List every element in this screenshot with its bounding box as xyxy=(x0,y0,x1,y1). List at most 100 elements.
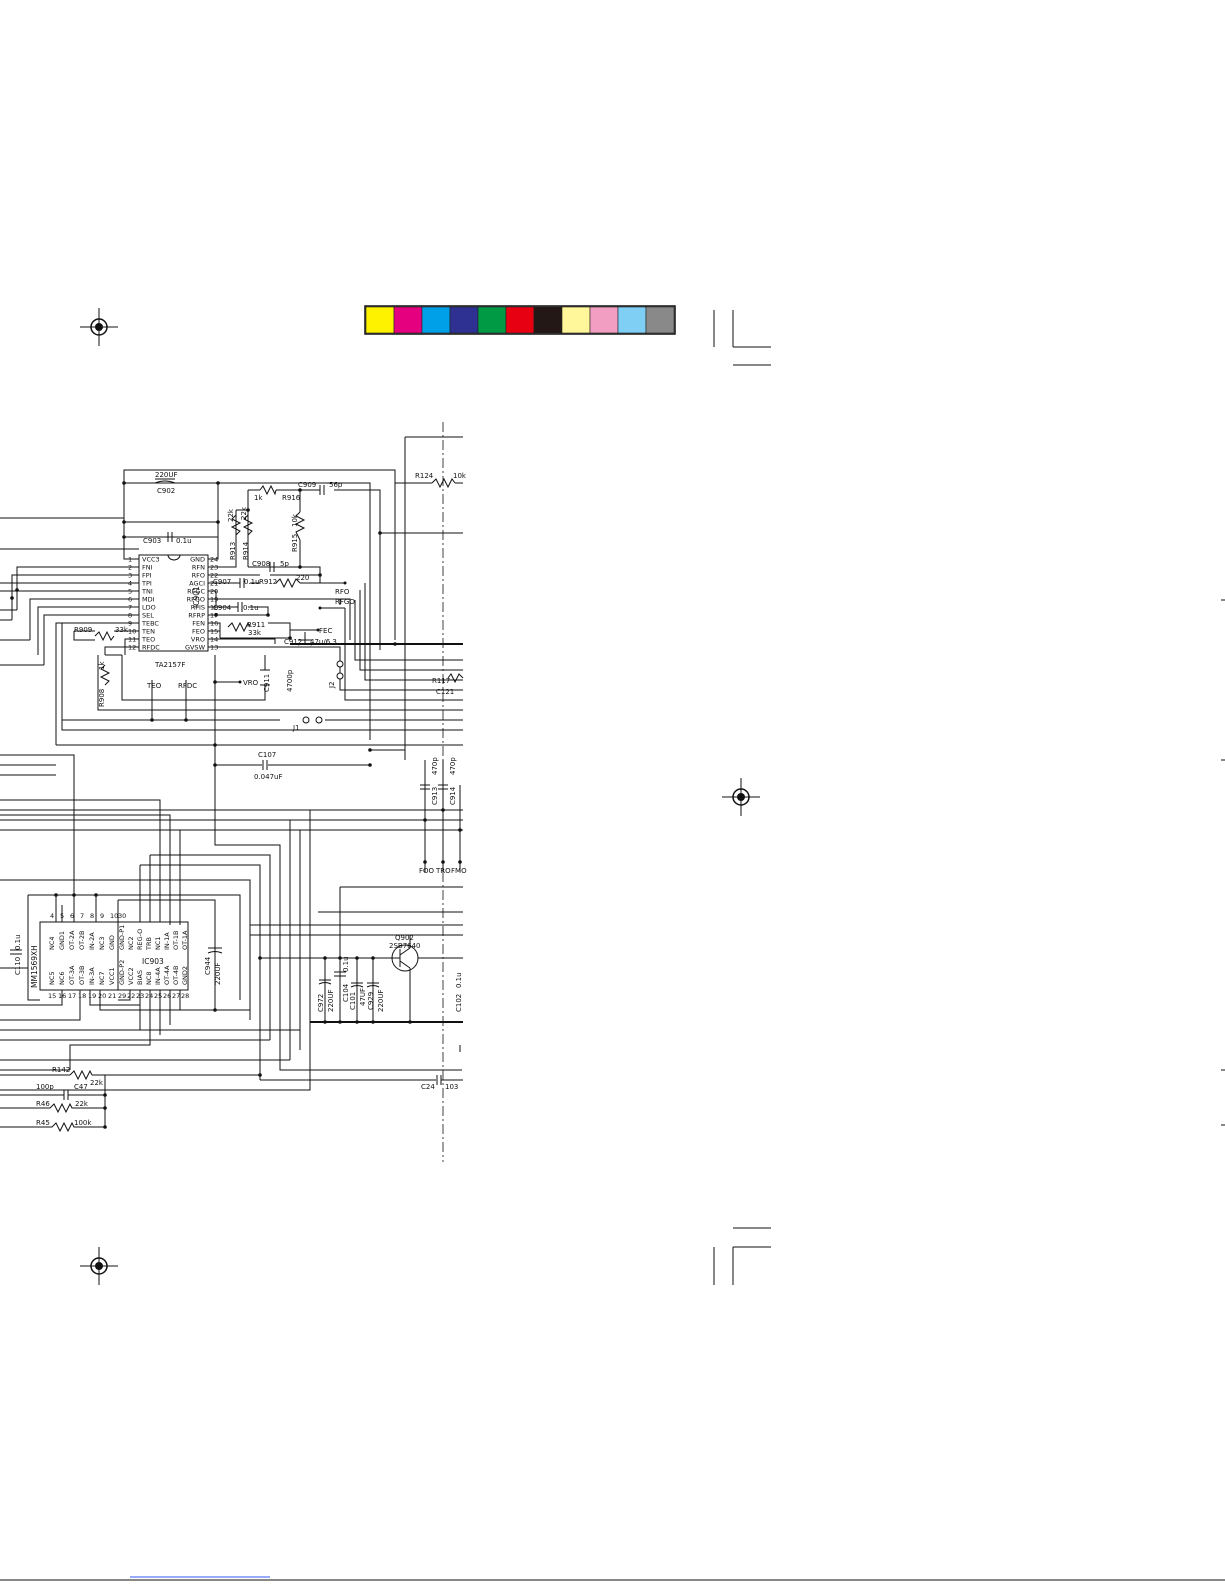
ic903-pin-name: IN-4A xyxy=(154,967,162,985)
r913-value: 22k xyxy=(227,508,235,522)
ic902-pin-name: OT-2A xyxy=(68,930,76,950)
c944-label: C944 xyxy=(204,956,212,975)
ic901-pin-name: SEL xyxy=(142,612,154,620)
c47-label: C47 xyxy=(74,1083,88,1091)
color-swatch xyxy=(589,306,619,334)
ic903-ref: IC903 xyxy=(142,957,164,966)
ic902-pin-number: 9 xyxy=(100,912,104,920)
ic902-pin-name: VCC1 xyxy=(108,967,116,985)
color-swatch xyxy=(365,306,395,334)
c107-label: C107 xyxy=(258,751,276,759)
c913-label: C913 xyxy=(431,787,439,805)
c913-value: 470p xyxy=(431,757,439,775)
ic903-pin-number: 26 xyxy=(163,992,171,1000)
ic901-part: TA2157F xyxy=(154,661,185,669)
color-swatch xyxy=(561,306,591,334)
color-calibration-bar xyxy=(364,305,676,335)
r46-label: R46 xyxy=(36,1100,50,1108)
c972-value: 220UF xyxy=(327,989,335,1012)
c904-value: 0.1u xyxy=(243,604,259,612)
ic901-pin-name: RFGO xyxy=(187,596,205,604)
ic901-pin-name: FNI xyxy=(142,564,153,572)
c912-value: 47u/6.3 xyxy=(310,638,337,646)
r912-label: R912 xyxy=(259,578,277,586)
ic901-pin-name: VCC3 xyxy=(142,556,160,564)
registration-mark-bottom-left xyxy=(80,1247,118,1285)
c914-label: C914 xyxy=(449,786,457,805)
ic903-pin-name: IN-1A xyxy=(163,932,171,950)
r45-value: 100k xyxy=(74,1119,92,1127)
c110-label: C110 xyxy=(14,957,22,975)
fmo-label: FMO xyxy=(451,867,467,875)
c102-label: C102 xyxy=(455,994,463,1012)
ic902-pin-name: NC7 xyxy=(98,971,106,985)
fec-label: FEC xyxy=(319,627,332,635)
ic901-pin-name: FEN xyxy=(192,620,205,628)
ic902-pin-number: 7 xyxy=(80,912,84,920)
ic901-pin-name: RFRP xyxy=(188,612,205,620)
color-swatch xyxy=(421,306,451,334)
ic901-pin-name: RFGC xyxy=(187,588,205,596)
ic902-pin-number: 15 xyxy=(48,992,56,1000)
q902-part: 2SB7640 xyxy=(389,942,421,950)
ic902-pin-number: 10 xyxy=(110,912,118,920)
ic901-ref: IC901 xyxy=(192,586,201,608)
rfdc-label: RFDC xyxy=(178,682,197,690)
ic903-pin-name: GND-P1 xyxy=(118,925,126,950)
r909-value: 33k xyxy=(115,626,129,634)
color-swatch xyxy=(533,306,563,334)
c902-value: 220UF xyxy=(155,471,178,479)
c911-label: C911 xyxy=(263,674,271,692)
ic902-pin-name: GND1 xyxy=(58,931,66,950)
ic901-pin-name: FPI xyxy=(142,572,152,580)
ic902-pin-name: IN-2A xyxy=(88,932,96,950)
r124-value: 10k xyxy=(453,472,467,480)
c929-value: 220UF xyxy=(377,989,385,1012)
q902-region: Q902 2SB7640 C972 220UF 0.1u C104 C101 4… xyxy=(258,934,463,1052)
j2-label: J2 xyxy=(328,681,336,689)
c944-value: 220UF xyxy=(214,962,222,985)
c101-label: C101 xyxy=(349,992,357,1010)
c972-label: C972 xyxy=(317,994,325,1012)
color-swatch xyxy=(449,306,479,334)
c101-value: 47UF xyxy=(359,988,367,1006)
ic903-pin-number: 22 xyxy=(127,992,135,1000)
c907-label: C907 xyxy=(213,578,231,586)
ic902-pin-number: 8 xyxy=(90,912,94,920)
ic903-pin-name: OT-4B xyxy=(172,966,180,985)
c907-value: 0.1u xyxy=(244,578,260,586)
c909-value: 56p xyxy=(329,481,343,489)
ic903-pin-number: 28 xyxy=(181,992,189,1000)
ic902-pin-number: 18 xyxy=(78,992,86,1000)
bus-wiring xyxy=(0,754,463,1091)
tro-label: TRO xyxy=(435,867,451,875)
ic902-pin-number: 19 xyxy=(88,992,96,1000)
c102-value: 0.1u xyxy=(455,972,463,988)
ic901-pin-name: VRO xyxy=(191,636,205,644)
crop-marks xyxy=(0,310,1225,1581)
c914-value: 470p xyxy=(449,757,457,775)
ic901-pin-name: TNI xyxy=(141,588,153,596)
ic901-pin-name: FEO xyxy=(192,628,205,636)
ic901-pin-name: TEO xyxy=(141,636,155,644)
bottom-resistor-network: R142 22k 100p C47 R46 22k R45 100k C24 1… xyxy=(0,1066,463,1133)
c903-label: C903 xyxy=(143,537,161,545)
ic903-pin-name: REG-O xyxy=(136,929,144,950)
c103-label: 103 xyxy=(445,1083,458,1091)
c912-label: C912 xyxy=(284,638,302,646)
ic902-pin-name: GND xyxy=(108,935,116,950)
c104-label: C104 xyxy=(342,983,350,1002)
c911-value: 4700p xyxy=(286,669,294,692)
c908-label: C908 xyxy=(252,560,270,568)
r916-value: 1k xyxy=(254,494,263,502)
ic901-pin-name: RFDC xyxy=(142,644,160,652)
vro-label: VRO xyxy=(243,679,259,687)
ic903-pin-name: VCC2 xyxy=(127,967,135,985)
color-swatch xyxy=(477,306,507,334)
r46-value: 22k xyxy=(75,1100,89,1108)
color-swatch xyxy=(393,306,423,334)
ic901-wiring xyxy=(0,436,463,760)
